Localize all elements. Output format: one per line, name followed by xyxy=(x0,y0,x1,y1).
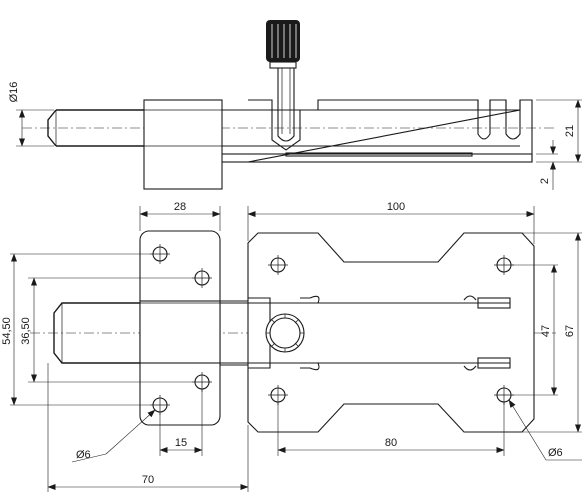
side-knob-collar xyxy=(269,61,297,69)
dim-80-label: 80 xyxy=(385,437,397,449)
side-knob-stem-base xyxy=(271,110,301,151)
side-housing xyxy=(247,99,533,163)
dim-d6-right-label: Ø6 xyxy=(548,447,563,459)
side-view: Ø16 21 2 xyxy=(8,20,582,190)
dim-15-label: 15 xyxy=(175,437,187,449)
plan-channel-notch-bottom xyxy=(300,362,320,371)
plan-channel-notch-top xyxy=(300,295,320,304)
side-slot-2 xyxy=(505,100,521,140)
dim-d6-left-leader xyxy=(105,409,156,455)
side-base-plate xyxy=(217,153,533,163)
side-knob-knurl-lines xyxy=(271,24,297,58)
plan-slot-bottom xyxy=(477,357,511,369)
side-knob-stem xyxy=(277,64,295,142)
dim-28-label: 28 xyxy=(174,201,186,213)
plan-knob-knurl xyxy=(266,314,304,352)
dim-d6-left-shoulder xyxy=(71,453,107,463)
side-bolt-rod-tip xyxy=(47,109,146,147)
side-knurled-knob xyxy=(266,20,300,62)
dim-47-label: 47 xyxy=(540,325,552,337)
dim-70-label: 70 xyxy=(142,474,154,486)
plan-slot-top xyxy=(477,297,511,309)
side-slot-1 xyxy=(477,100,491,140)
dim-2-label: 2 xyxy=(539,178,551,184)
dim-100-label: 100 xyxy=(387,201,405,213)
dim-36-label: 36,50 xyxy=(20,317,32,345)
plan-guide-block xyxy=(139,300,221,364)
plan-slot-curve-bottom xyxy=(463,365,477,371)
dim-67-label: 67 xyxy=(564,325,576,337)
plan-view: 28 100 54,50 36,50 47 67 15 xyxy=(1,201,582,492)
plan-slot-curve-top xyxy=(463,295,477,301)
plan-knob-outer xyxy=(265,313,305,353)
dim-d6-left-label: Ø6 xyxy=(76,449,91,461)
plan-bolt-rod xyxy=(53,302,140,364)
dim-21-label: 21 xyxy=(564,125,576,137)
dim-d6-right-leader xyxy=(508,399,547,461)
side-guide-block xyxy=(143,99,223,190)
dim-54-label: 54,50 xyxy=(1,317,13,345)
plan-left-holes xyxy=(150,244,212,415)
dim-d16-label: Ø16 xyxy=(8,82,20,103)
